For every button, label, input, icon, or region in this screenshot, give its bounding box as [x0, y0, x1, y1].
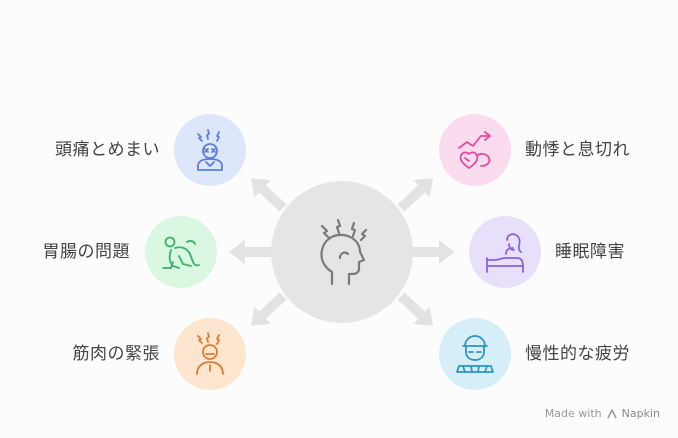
- headache-head-icon: [320, 218, 368, 286]
- napkin-logo-icon: [606, 408, 617, 418]
- arrow-down-left: [250, 292, 287, 327]
- sleep-bed-icon: [486, 233, 524, 273]
- headache-node: [174, 114, 246, 186]
- made-with-text: Made with: [544, 407, 602, 420]
- stomach-label: 胃腸の問題: [42, 242, 130, 262]
- headache-label: 頭痛とめまい: [55, 140, 160, 160]
- fatigue-label: 慢性的な疲労: [525, 344, 630, 364]
- arrow-left: [229, 240, 271, 264]
- arrow-down-right: [397, 292, 434, 327]
- arrow-right: [413, 240, 455, 264]
- sleep-label: 睡眠障害: [555, 242, 625, 262]
- stomach-node: [145, 216, 217, 288]
- palpitation-icon: [458, 131, 491, 169]
- fatigued-person-icon: [456, 335, 494, 373]
- palpitation-label: 動悸と息切れ: [525, 140, 630, 160]
- arrow-up-left: [250, 177, 287, 212]
- napkin-brand-text: Napkin: [621, 407, 660, 420]
- made-with-napkin-badge[interactable]: Made with Napkin: [545, 407, 660, 420]
- fatigue-node: [439, 318, 511, 390]
- tense-person-icon: [196, 332, 224, 375]
- muscle-node: [174, 318, 246, 390]
- crouching-person-icon: [162, 236, 200, 269]
- center-circle: [271, 181, 413, 323]
- muscle-label: 筋肉の緊張: [72, 344, 160, 364]
- dizzy-person-icon: [197, 129, 223, 171]
- sleep-node: [469, 216, 541, 288]
- arrow-up-right: [397, 177, 434, 212]
- palpitation-node: [439, 114, 511, 186]
